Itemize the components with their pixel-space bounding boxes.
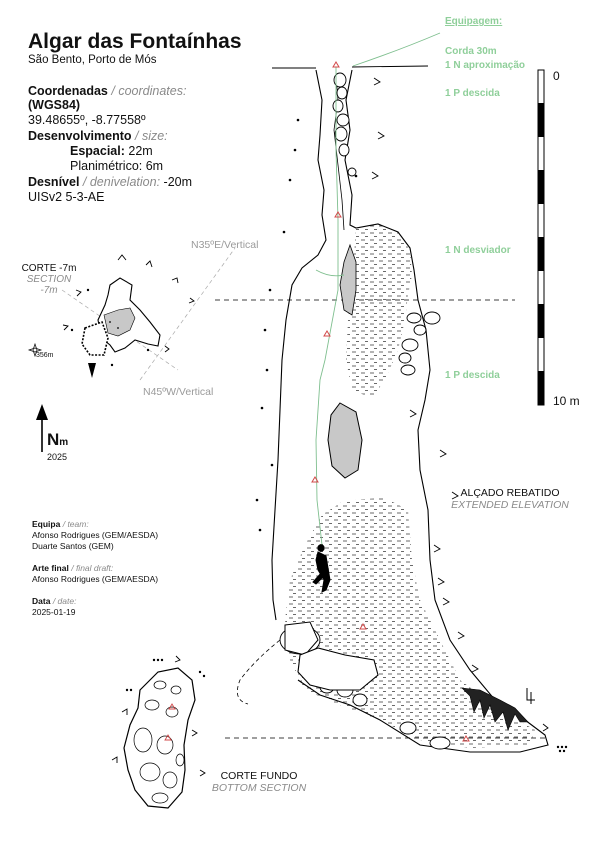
- bottom-section-title-en: BOTTOM SECTION: [211, 782, 307, 794]
- date-value: 2025-01-19: [32, 607, 76, 617]
- final-member: Afonso Rodrigues (GEM/AESDA): [32, 574, 159, 584]
- team-member: Afonso Rodrigues (GEM/AESDA): [32, 530, 159, 540]
- equipment-item: 1 P descida: [445, 88, 500, 99]
- north-sub: m: [59, 437, 69, 448]
- altitude-label: 356m: [36, 352, 54, 359]
- drop-heading: Desnível / denivelation: -20m: [28, 175, 192, 189]
- date-heading: Data / date:: [32, 596, 76, 606]
- surface-line: [272, 65, 429, 69]
- north-year: 2025: [47, 452, 68, 462]
- drop-label-en: / denivelation:: [82, 175, 161, 189]
- orientation-label-2: N45ºW/Vertical: [143, 386, 214, 398]
- spatial-value: 22m: [128, 144, 153, 158]
- cave-elevation: [236, 69, 549, 753]
- stalagmite-symbol: [526, 688, 535, 704]
- coordinates-label: Coordenadas: [28, 84, 108, 98]
- drip-symbol: [556, 745, 568, 753]
- date-label-en: / date:: [52, 596, 77, 606]
- team-member: Duarte Santos (GEM): [32, 541, 114, 551]
- planimetric-row: Planimétrico: 6m: [70, 159, 164, 173]
- north-arrow: [36, 404, 48, 452]
- final-heading: Arte final / final draft:: [32, 563, 113, 573]
- equipment-item: Corda 30m: [445, 46, 497, 57]
- development-label: Desenvolvimento: [28, 129, 132, 143]
- bottom-section-drawing: [111, 655, 206, 809]
- anchor-markers: [311, 61, 470, 742]
- drop-value: -20m: [163, 175, 193, 189]
- wall-ticks: [371, 77, 549, 732]
- date-label: Data: [32, 596, 51, 606]
- elevation-title: ALÇADO REBATIDO EXTENDED ELEVATION: [445, 487, 575, 511]
- final-label: Arte final: [32, 563, 69, 573]
- coordinates-label-en: / coordinates:: [111, 84, 187, 98]
- scale-bottom-label: 10 m: [553, 394, 580, 408]
- plan-section-drawing: [27, 247, 236, 381]
- location-subtitle: São Bento, Porto de Mós: [28, 54, 157, 66]
- equipment-item: 1 P descida: [445, 370, 500, 381]
- bottom-section-title: CORTE FUNDO BOTTOM SECTION: [200, 770, 318, 794]
- spatial-row: Espacial: 22m: [70, 144, 153, 158]
- wall-dots: [255, 118, 358, 532]
- plan-section-title-pt: CORTE -7m: [21, 263, 77, 274]
- rope-approach: [352, 32, 441, 67]
- team-label: Equipa: [32, 519, 61, 529]
- coordinates-value: 39.48655º, -8.77558º: [28, 113, 146, 127]
- equipment-item: 1 N aproximação: [445, 60, 526, 71]
- grade: UISv2 5-3-AE: [28, 190, 105, 204]
- north-letter: N: [47, 430, 60, 449]
- elevation-title-pt: ALÇADO REBATIDO: [460, 487, 560, 499]
- drop-label: Desnível: [28, 175, 80, 189]
- page-title: Algar das Fontaínhas: [28, 30, 242, 53]
- equipment-item: 1 N desviador: [445, 245, 511, 256]
- water-pool: [339, 243, 357, 316]
- scale-top-label: 0: [553, 69, 560, 83]
- water-pool: [327, 402, 363, 479]
- scale-bar: [537, 69, 545, 406]
- datum: (WGS84): [28, 98, 81, 112]
- plan-section-title-en: SECTION -7m: [26, 274, 72, 296]
- development-label-en: / size:: [135, 129, 168, 143]
- plan-section-title: CORTE -7m SECTION -7m: [20, 263, 78, 296]
- coordinates-heading: Coordenadas / coordinates:: [28, 84, 186, 98]
- orientation-label-1: N35ºE/Vertical: [191, 239, 259, 251]
- development-heading: Desenvolvimento / size:: [28, 129, 168, 143]
- caver-figure: [312, 544, 331, 593]
- spatial-label: Espacial:: [70, 144, 125, 158]
- elevation-title-en: EXTENDED ELEVATION: [451, 499, 569, 511]
- equipment-title: Equipagem:: [445, 16, 503, 27]
- final-label-en: / final draft:: [71, 563, 114, 573]
- north-label: Nm: [47, 430, 68, 450]
- team-heading: Equipa / team:: [32, 519, 89, 529]
- rope-deviation: [315, 269, 345, 277]
- team-label-en: / team:: [62, 519, 89, 529]
- bottom-section-title-pt: CORTE FUNDO: [220, 770, 298, 782]
